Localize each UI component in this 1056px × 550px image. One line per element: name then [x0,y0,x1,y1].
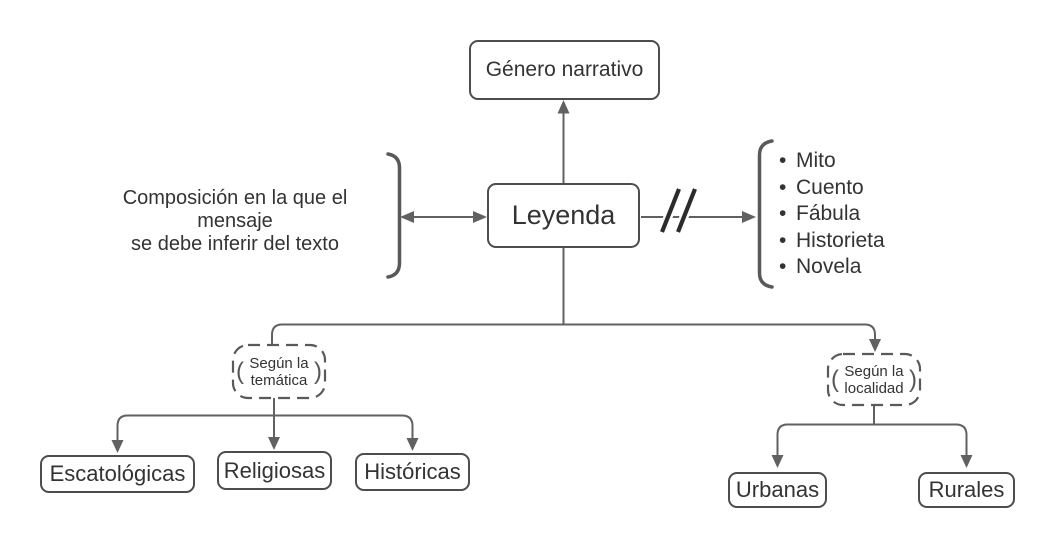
genre-item-label: Mito [796,149,836,172]
genre-item-label: Novela [796,255,862,278]
node-historicas: Históricas [355,453,470,491]
category-tematica-line-1: Según la [249,354,309,372]
paren-open-glyph: ( [236,357,244,385]
genre-list: • Mito • Cuento • Fábula • Historieta • … [779,148,885,281]
bullet-icon: • [779,202,787,225]
node-urbanas: Urbanas [728,472,827,508]
category-tematica: ( Según la temática ) [233,345,325,398]
category-localidad-label: Según la localidad [844,363,903,397]
arrowhead-left-definition [400,211,414,223]
node-religiosas-label: Religiosas [223,457,326,483]
edge-branch-categories [271,323,876,345]
arrowhead-urbanas [771,455,784,468]
genre-item-historieta: • Historieta [779,228,885,255]
arrowhead-up-genero [557,100,570,114]
genre-item-mito: • Mito [779,148,885,175]
break-slash-1 [660,188,681,233]
break-slash-2 [676,188,697,233]
genre-item-novela: • Novela [779,254,885,281]
node-escatologicas: Escatológicas [40,455,195,493]
arrowhead-right-leyenda [473,211,487,223]
bullet-icon: • [779,149,787,172]
bracket-genres [757,139,774,289]
category-localidad: ( Según la localidad ) [828,354,920,405]
arrowhead-rurales [960,455,973,468]
genre-item-label: Fábula [796,202,861,225]
genre-item-label: Historieta [796,228,885,252]
edge-branch-tematica [116,414,414,446]
node-historicas-label: Históricas [364,459,461,484]
category-tematica-line-2: temática [250,371,308,389]
node-escatologicas-label: Escatológicas [49,461,186,486]
genre-item-fabula: • Fábula [779,201,885,228]
arrowhead-genres [742,211,756,223]
arrowhead-religiosas [268,437,280,450]
bullet-icon: • [779,228,787,252]
category-localidad-line-1: Según la [844,362,904,380]
genre-item-label: Cuento [796,175,864,199]
paren-close-glyph: ) [314,357,322,385]
bracket-definition [386,152,402,279]
node-genero-narrativo-label: Género narrativo [485,58,644,81]
edge-branch-localidad [776,423,968,460]
definition-line-1: Composición en la que el mensaje [122,187,348,232]
category-tematica-label: Según la temática [249,355,308,389]
node-urbanas-label: Urbanas [735,477,820,502]
arrowhead-escatologicas [111,440,124,453]
definition-line-2: se debe inferir del texto [131,233,339,255]
node-leyenda: Leyenda [487,183,640,248]
node-rurales: Rurales [918,472,1015,508]
node-genero-narrativo: Género narrativo [469,40,660,100]
paren-close-glyph: ) [909,365,917,393]
arrowhead-historicas [406,438,419,451]
category-localidad-line-2: localidad [844,379,904,397]
definition-text: Composición en la que el mensaje se debe… [84,187,386,256]
node-leyenda-label: Leyenda [511,200,616,230]
genre-item-cuento: • Cuento [779,175,885,202]
node-rurales-label: Rurales [928,477,1005,502]
shape-localidad-dashed [826,352,922,407]
shape-tematica-dashed [231,343,327,400]
node-religiosas: Religiosas [217,451,332,490]
paren-open-glyph: ( [831,365,839,393]
arrowhead-localidad [869,339,881,352]
bullet-icon: • [779,175,787,199]
bullet-icon: • [779,255,787,278]
